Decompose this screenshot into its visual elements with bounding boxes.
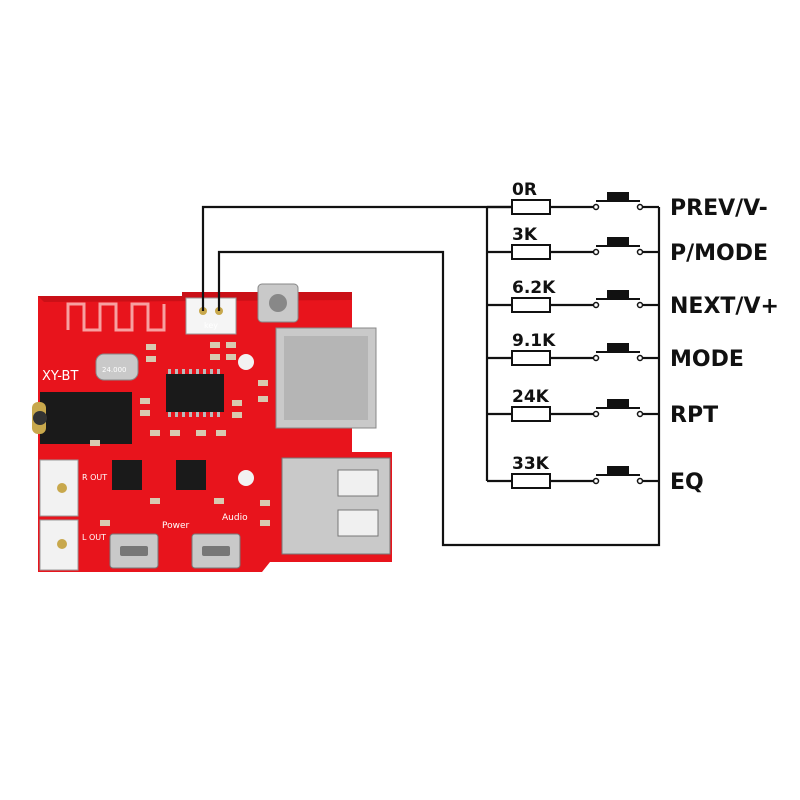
button-contact-left [592, 301, 600, 309]
button-plunger [607, 237, 629, 246]
resistor-value-label: 0R [512, 180, 537, 200]
smd-components [90, 342, 270, 526]
button-contact-right [636, 477, 644, 485]
sd-card-slot-inner [284, 336, 368, 420]
main-chip-pins [168, 369, 220, 417]
button-contact-left [592, 203, 600, 211]
button-function-label: MODE [670, 347, 744, 372]
button-function-label: RPT [670, 403, 718, 428]
button-plunger [607, 192, 629, 201]
button-contact-left [592, 354, 600, 362]
usb-a-slot-top [337, 469, 379, 497]
header-label: key [204, 321, 218, 330]
resistor [511, 350, 551, 366]
resistor-value-label: 6.2K [512, 278, 556, 298]
r-out-pin [57, 483, 67, 493]
button-contact-left [592, 410, 600, 418]
amp-chip-2 [176, 460, 206, 490]
resistor-value-label: 24K [512, 387, 550, 407]
button-plunger [607, 399, 629, 408]
main-chip [166, 374, 224, 412]
button-contact-right [636, 248, 644, 256]
button-plunger [607, 466, 629, 475]
button-function-label: PREV/V- [670, 196, 768, 221]
button-contact-right [636, 410, 644, 418]
resistor-value-label: 9.1K [512, 331, 556, 351]
key-row-4: 9.1K MODE [487, 331, 744, 372]
button-plunger [607, 343, 629, 352]
wire-return-line [217, 207, 661, 547]
crystal-oscillator [95, 353, 139, 381]
audio-jack-hole [33, 411, 47, 425]
r-out-label: R OUT [82, 473, 107, 482]
usb-a-slot-bottom [337, 509, 379, 537]
resistor [511, 406, 551, 422]
key-row-6: 33K EQ [487, 454, 704, 495]
audio-jack [40, 392, 132, 444]
key-row-5: 24K RPT [487, 387, 718, 428]
pcb-board: key XY-BT 24.000 [32, 283, 392, 572]
antenna-trace [66, 302, 166, 332]
audio-label: Audio [222, 513, 248, 523]
round-pad-2 [238, 470, 254, 486]
resistor-value-label: 3K [512, 225, 538, 245]
board-silkscreen-label: XY-BT [42, 369, 78, 384]
l-out-pin [57, 539, 67, 549]
resistor [511, 297, 551, 313]
resistor [511, 199, 551, 215]
l-out-label: L OUT [82, 533, 106, 542]
button-plunger [607, 290, 629, 299]
button-contact-right [636, 354, 644, 362]
key-row-1: 0R PREV/V- [487, 180, 768, 221]
button-contact-right [636, 203, 644, 211]
micro-usb-power-slot [120, 546, 148, 556]
key-rows: 0R PREV/V- 3K P/MODE 6.2K NEXT/V+ 9.1K MODE 24K R… [487, 180, 779, 495]
power-label: Power [162, 521, 190, 531]
mic-hole [269, 294, 287, 312]
button-function-label: NEXT/V+ [670, 294, 779, 319]
resistor-value-label: 33K [512, 454, 550, 474]
key-header [185, 297, 237, 335]
wire-key-line [201, 205, 513, 311]
button-function-label: P/MODE [670, 241, 768, 266]
resistor [511, 244, 551, 260]
key-row-2: 3K P/MODE [487, 225, 768, 266]
round-pad-1 [238, 354, 254, 370]
resistor [511, 473, 551, 489]
button-contact-left [592, 248, 600, 256]
button-contact-left [592, 477, 600, 485]
button-contact-right [636, 301, 644, 309]
crystal-label: 24.000 [102, 366, 127, 374]
key-row-3: 6.2K NEXT/V+ [487, 278, 779, 319]
amp-chip-1 [112, 460, 142, 490]
button-function-label: EQ [670, 470, 704, 495]
micro-usb-audio-slot [202, 546, 230, 556]
